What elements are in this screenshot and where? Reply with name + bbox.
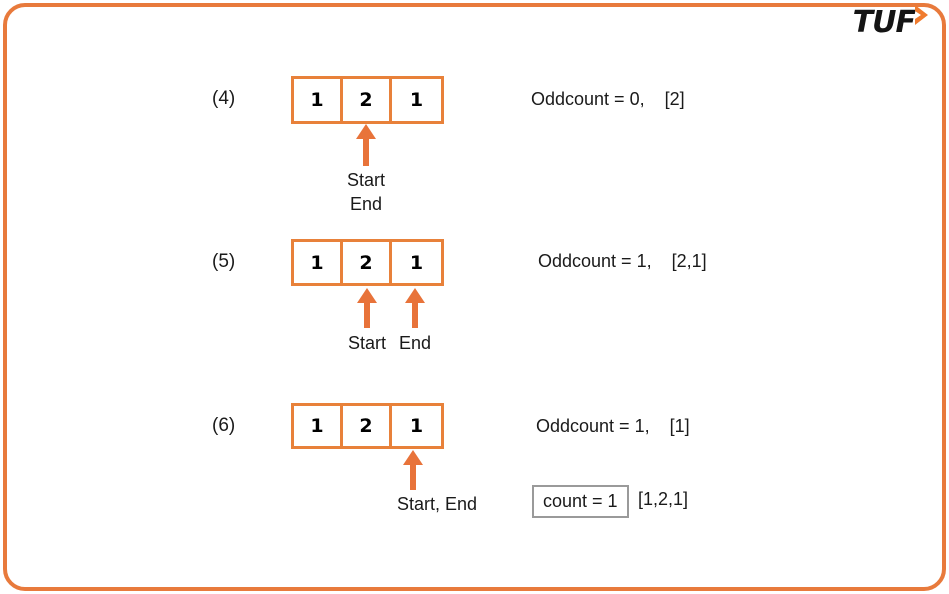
pointer-arrow-up-icon bbox=[355, 124, 377, 166]
pointer-label: Start End bbox=[346, 170, 385, 214]
array-cell: 2 bbox=[343, 406, 392, 446]
step-label: (4) bbox=[212, 88, 236, 109]
array-grid: 1 2 1 bbox=[291, 403, 444, 449]
array-grid: 1 2 1 bbox=[291, 76, 444, 124]
pointer-arrow-up-icon bbox=[404, 288, 426, 328]
step-label: (6) bbox=[212, 415, 236, 436]
array-cell: 1 bbox=[409, 415, 424, 437]
array-grid: 1 2 1 bbox=[291, 239, 444, 286]
pointer-arrow-up-icon bbox=[402, 450, 424, 490]
count-result-box: count = 1 bbox=[532, 485, 629, 518]
tuf-logo: TUF bbox=[852, 3, 931, 40]
step-label: (5) bbox=[212, 251, 236, 272]
step-note: Oddcount = 0, [2] bbox=[531, 89, 685, 109]
logo-text: TUF bbox=[852, 5, 916, 40]
pointer-arrow-up-icon bbox=[356, 288, 378, 328]
array-cell: 2 bbox=[343, 79, 392, 121]
array-cell: 1 bbox=[294, 406, 343, 446]
pointer-label: Start bbox=[347, 333, 386, 353]
step-note: Oddcount = 1, [1] bbox=[536, 416, 690, 436]
array-cell: 1 bbox=[294, 79, 343, 121]
pointer-label: End bbox=[398, 333, 432, 353]
array-cell: 2 bbox=[343, 242, 392, 283]
array-cell: 1 bbox=[409, 89, 424, 111]
chevron-right-icon bbox=[913, 3, 931, 34]
array-cell: 1 bbox=[409, 251, 424, 274]
step-note: Oddcount = 1, [2,1] bbox=[538, 251, 707, 271]
pointer-label: Start, End bbox=[396, 494, 478, 514]
array-cell: 1 bbox=[294, 242, 343, 283]
result-array: [1,2,1] bbox=[638, 489, 689, 509]
